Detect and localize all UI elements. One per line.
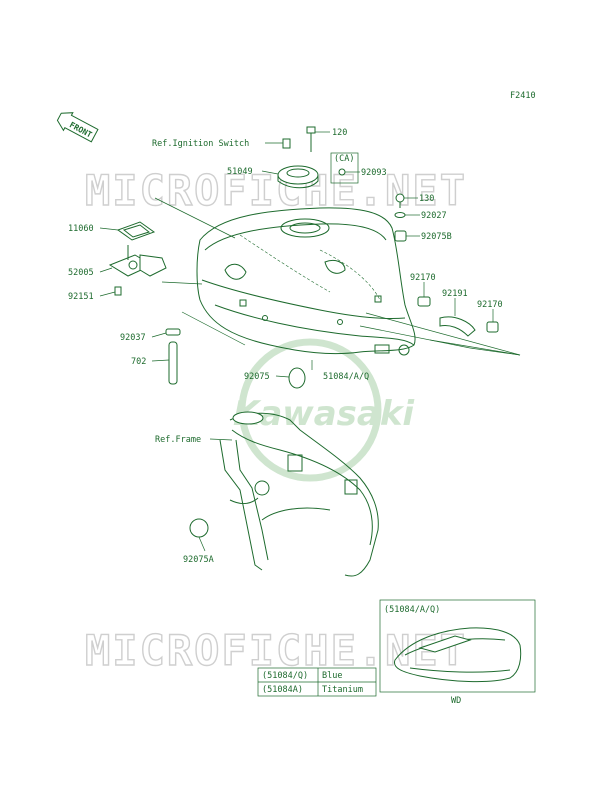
label-92027: 92027 — [421, 211, 447, 221]
ignition-switch-ref-part — [282, 138, 291, 149]
label-92170-right: 92170 — [477, 300, 503, 310]
label-92170-left: 92170 — [410, 273, 436, 283]
label-11060: 11060 — [68, 224, 94, 234]
figure-code: F2410 — [510, 91, 536, 101]
nut-92093 — [338, 168, 346, 176]
label-92037: 92037 — [120, 333, 146, 343]
label-ref-ignition-switch: Ref.Ignition Switch — [152, 139, 249, 149]
kawasaki-logo-text: Kawasaki — [233, 394, 415, 434]
label-51084: 51084/A/Q — [323, 372, 369, 382]
label-92075b: 92075B — [421, 232, 452, 242]
hose-assembly — [417, 296, 499, 337]
fuel-tank — [196, 207, 416, 356]
color-table-code-1: (51084A) — [262, 685, 303, 695]
color-table-code-0: (51084/Q) — [262, 671, 308, 681]
grommet-92075a — [189, 518, 209, 538]
fuel-cap — [277, 165, 319, 189]
grommet-92075b — [394, 230, 407, 242]
label-51049: 51049 — [227, 167, 253, 177]
label-92093: 92093 — [361, 168, 387, 178]
front-arrow-icon: FRONT — [56, 112, 99, 143]
label-130: 130 — [419, 194, 434, 204]
inset-caption: WD — [451, 696, 461, 706]
label-120: 120 — [332, 128, 347, 138]
grommet-92075 — [288, 367, 306, 389]
frame — [219, 411, 379, 577]
label-92075: 92075 — [244, 372, 270, 382]
inset-title: (51084/A/Q) — [384, 605, 440, 615]
bolt-120 — [306, 126, 316, 152]
color-table-color-1: Titanium — [322, 685, 363, 695]
label-702: 702 — [131, 357, 146, 367]
label-ref-frame: Ref.Frame — [155, 435, 201, 445]
fuel-pump-assembly — [108, 221, 167, 296]
kawasaki-logo: Kawasaki — [233, 338, 415, 482]
label-92075a: 92075A — [183, 555, 214, 565]
label-92191: 92191 — [442, 289, 468, 299]
watermark-bottom: MICROFICHE.NET — [85, 626, 467, 675]
label-52005: 52005 — [68, 268, 94, 278]
label-92151: 92151 — [68, 292, 94, 302]
color-table: (51084/Q) Blue (51084A) Titanium — [257, 667, 377, 697]
leader-lines — [99, 131, 521, 552]
inset-box: (51084/A/Q) WD — [379, 599, 536, 706]
tube-702 — [165, 328, 181, 385]
color-table-color-0: Blue — [322, 671, 342, 681]
ca-label: (CA) — [334, 154, 354, 164]
washer-92027 — [394, 212, 406, 218]
ca-bracket — [330, 152, 359, 184]
